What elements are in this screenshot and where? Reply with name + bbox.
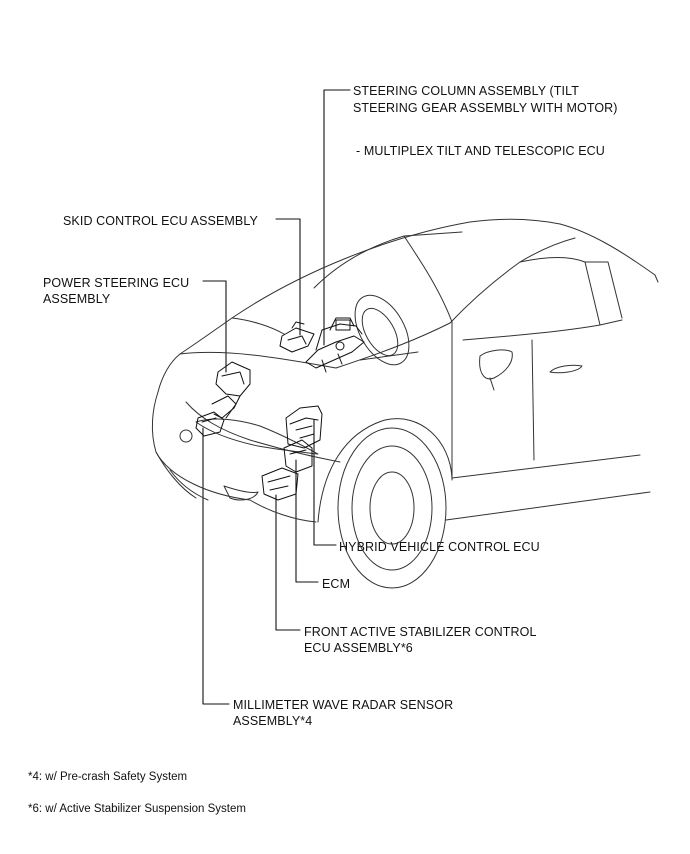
leader-radar-sensor xyxy=(202,427,230,705)
label-radar-sensor-line1: MILLIMETER WAVE RADAR SENSOR xyxy=(233,698,454,712)
label-front-stabilizer-line1: FRONT ACTIVE STABILIZER CONTROL xyxy=(304,625,537,639)
leader-front-stabilizer xyxy=(275,494,301,631)
car-body xyxy=(151,218,659,589)
label-steering-column-line2: STEERING GEAR ASSEMBLY WITH MOTOR) xyxy=(353,101,618,115)
component-skid-control-ecu xyxy=(279,321,315,353)
leader-steering-column xyxy=(323,89,351,346)
footnote-active-stabilizer: *6: w/ Active Stabilizer Suspension Syst… xyxy=(28,803,246,815)
leader-power-steering xyxy=(202,280,227,373)
component-power-steering-ecu xyxy=(211,361,251,419)
component-front-stabilizer-ecu xyxy=(261,467,299,501)
label-steering-column-line1: STEERING COLUMN ASSEMBLY (TILT xyxy=(353,84,579,98)
leader-hybrid-ecu xyxy=(313,419,337,546)
component-steering-column xyxy=(305,317,365,373)
footnote-pre-crash: *4: w/ Pre-crash Safety System xyxy=(28,771,188,783)
label-front-stabilizer-line2: ECU ASSEMBLY*6 xyxy=(304,641,413,655)
component-radar-sensor xyxy=(195,411,225,437)
label-radar-sensor-line2: ASSEMBLY*4 xyxy=(233,714,313,728)
label-ecm: ECM xyxy=(322,577,351,591)
label-steering-column-sub: - MULTIPLEX TILT AND TELESCOPIC ECU xyxy=(356,144,605,158)
label-power-steering-ecu-line1: POWER STEERING ECU xyxy=(43,276,190,290)
leader-lines xyxy=(202,89,351,705)
leader-ecm xyxy=(295,459,319,583)
label-skid-control-ecu: SKID CONTROL ECU ASSEMBLY xyxy=(63,214,258,228)
label-hybrid-vehicle-control-ecu: HYBRID VEHICLE CONTROL ECU xyxy=(339,540,540,554)
label-power-steering-ecu-line2: ASSEMBLY xyxy=(43,292,111,306)
component-ecm xyxy=(283,439,313,473)
leader-skid-control xyxy=(275,218,301,336)
